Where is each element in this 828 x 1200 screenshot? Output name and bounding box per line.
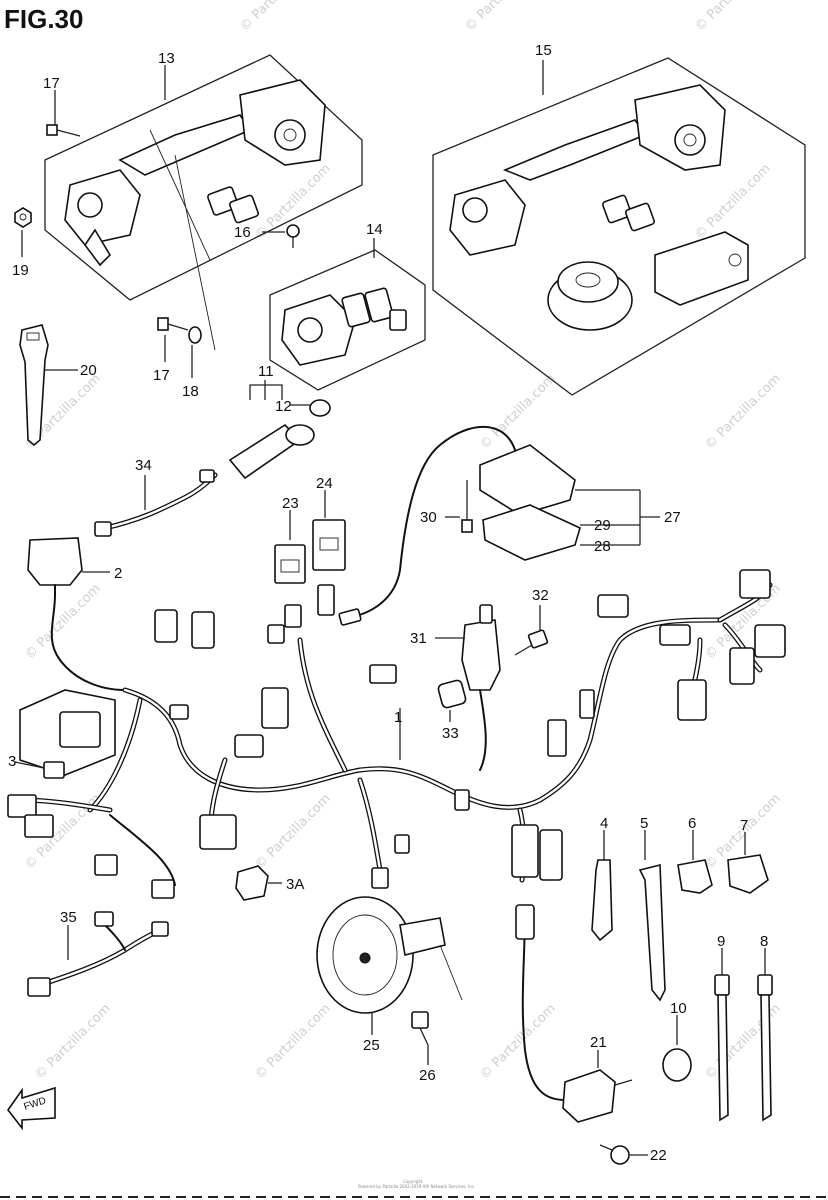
part-2 xyxy=(27,537,126,691)
sub-harness-34 xyxy=(94,469,218,537)
part-33 xyxy=(437,679,467,722)
callout-6: 6 xyxy=(688,815,696,832)
part-6 xyxy=(677,830,713,894)
main-harness-1 xyxy=(87,569,786,889)
watermark: © Partzilla.com xyxy=(702,371,784,453)
callout-14: 14 xyxy=(366,221,383,238)
callout-8: 8 xyxy=(760,933,768,950)
sub-harness-35 xyxy=(27,911,169,997)
ignition-part-11-12 xyxy=(228,380,331,480)
washer-18 xyxy=(188,326,202,378)
copyright-line2: Powered by Partzilla 2002-2019 ARI Netwo… xyxy=(358,1184,475,1189)
bolt-32 xyxy=(514,605,549,656)
callout-2: 2 xyxy=(114,565,122,582)
key-20 xyxy=(19,324,78,447)
tie-strap-8 xyxy=(757,948,773,1122)
callout-11: 11 xyxy=(258,363,274,380)
callout-31: 31 xyxy=(410,630,427,647)
callout-25: 25 xyxy=(363,1037,380,1054)
callout-21: 21 xyxy=(590,1034,607,1051)
callout-3A: 3A xyxy=(286,876,304,893)
callout-29: 29 xyxy=(594,517,611,534)
fuse-box-3 xyxy=(7,689,176,899)
watermark: © Partzilla.com xyxy=(702,1001,784,1083)
callout-26: 26 xyxy=(419,1067,436,1084)
callout-30: 30 xyxy=(420,509,437,526)
bolt-17-lower xyxy=(157,317,189,362)
callout-19: 19 xyxy=(12,262,29,279)
part-5 xyxy=(638,830,666,1002)
callout-24: 24 xyxy=(316,475,333,492)
callout-20: 20 xyxy=(80,362,97,379)
watermark: © Partzilla.com xyxy=(237,0,319,35)
screw-30 xyxy=(445,480,473,533)
part-4 xyxy=(591,830,613,942)
callout-5: 5 xyxy=(640,815,648,832)
watermark: © Partzilla.com xyxy=(32,1001,114,1083)
tie-strap-9 xyxy=(714,948,730,1122)
nut-19 xyxy=(14,207,32,257)
watermark: © Partzilla.com xyxy=(477,1001,559,1083)
callout-22: 22 xyxy=(650,1147,667,1164)
watermark: © Partzilla.com xyxy=(252,1001,334,1083)
callouts: 13 15 17 19 16 14 17 18 20 11 12 34 23 2… xyxy=(8,42,768,1164)
lock-set-box-14 xyxy=(269,238,426,391)
watermark: © Partzilla.com xyxy=(252,791,334,873)
watermark: © Partzilla.com xyxy=(477,371,559,453)
relay-24 xyxy=(312,490,346,571)
callout-7: 7 xyxy=(740,817,748,834)
callout-35: 35 xyxy=(60,909,77,926)
part-7 xyxy=(727,832,769,894)
callout-33: 33 xyxy=(442,725,459,742)
callout-15: 15 xyxy=(535,42,552,59)
watermark: © Partzilla.com xyxy=(692,0,774,35)
callout-13: 13 xyxy=(158,50,175,67)
horn-25 xyxy=(316,896,463,1035)
callout-1: 1 xyxy=(394,709,402,726)
switch-21 xyxy=(515,904,633,1123)
callout-4: 4 xyxy=(600,815,608,832)
callout-17: 17 xyxy=(43,75,60,92)
lock-set-box-13 xyxy=(44,54,363,351)
screw-22 xyxy=(599,1144,648,1165)
callout-3: 3 xyxy=(8,753,16,770)
callout-34: 34 xyxy=(135,457,152,474)
screw-17-top xyxy=(46,90,81,137)
callout-16: 16 xyxy=(234,224,251,241)
screw-16 xyxy=(262,224,300,248)
meter-assembly-27 xyxy=(338,425,660,626)
callout-32: 32 xyxy=(532,587,549,604)
watermark: © Partzilla.com xyxy=(692,161,774,243)
bolt-26 xyxy=(411,1011,429,1065)
part-3A xyxy=(235,865,282,901)
callout-9: 9 xyxy=(717,933,725,950)
callout-12: 12 xyxy=(275,398,292,415)
copyright-line1: Copyright xyxy=(403,1179,423,1184)
watermark: © Partzilla.com xyxy=(22,581,104,663)
callout-27: 27 xyxy=(664,509,681,526)
callout-23: 23 xyxy=(282,495,299,512)
clamp-10 xyxy=(662,1015,692,1082)
relay-23 xyxy=(274,510,306,584)
figure-title: FIG.30 xyxy=(4,4,83,34)
callout-28: 28 xyxy=(594,538,611,555)
callout-17: 17 xyxy=(153,367,170,384)
lock-set-box-15 xyxy=(432,57,806,396)
switch-31 xyxy=(435,604,501,771)
callout-10: 10 xyxy=(670,1000,687,1017)
watermark: © Partzilla.com xyxy=(462,0,544,35)
callout-18: 18 xyxy=(182,383,199,400)
fwd-arrow-icon: FWD xyxy=(7,1086,56,1131)
